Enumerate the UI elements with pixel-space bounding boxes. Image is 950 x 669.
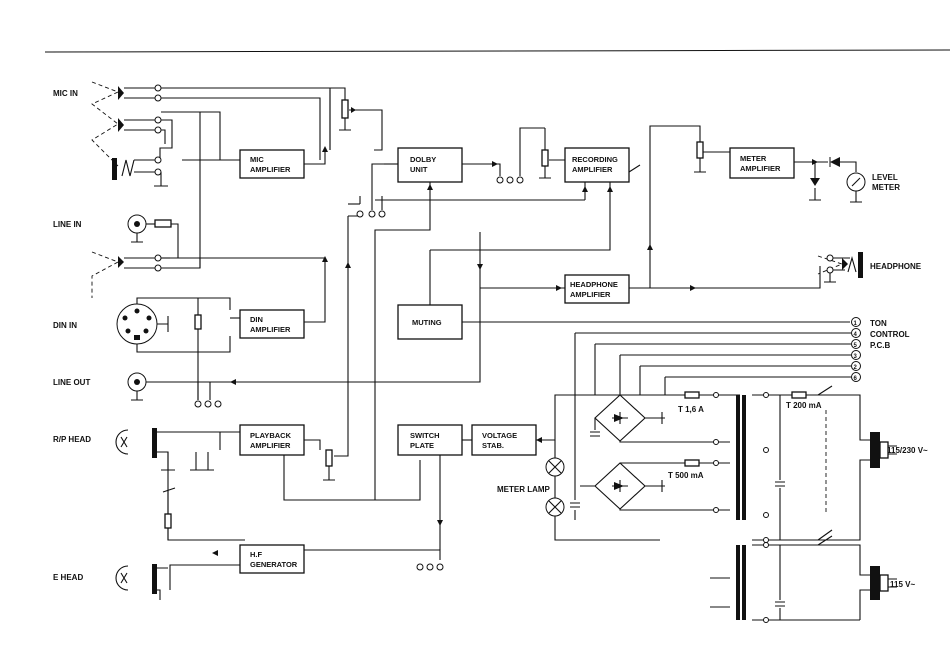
meter-lamps (545, 440, 660, 541)
ton-control-line2: CONTROL (870, 330, 910, 339)
mains-plug-2 (870, 566, 897, 600)
terminal-2: 2 (854, 365, 858, 371)
recording-amplifier-block: RECORDING AMPLIFIER (564, 147, 630, 183)
fuse-t200ma-label: T 200 mA (786, 401, 822, 410)
voltage-stab-line1: VOLTAGE (482, 431, 517, 440)
switch-plate-block: SWITCH PLATE (397, 424, 463, 456)
din-amplifier-line1: DIN (250, 315, 263, 324)
mic-amplifier-line2: AMPLIFIER (250, 165, 291, 174)
playback-amplifier-block: PLAYBACK AMPLIFIER (239, 424, 305, 456)
muting-label: MUTING (412, 318, 442, 327)
e-head-label: E HEAD (53, 573, 83, 582)
playback-amplifier-line2: AMPLIFIER (250, 441, 291, 450)
headphone-amplifier-block: HEADPHONE AMPLIFIER (564, 274, 630, 304)
fuse-t500ma-label: T 500 mA (668, 471, 704, 480)
meter-amplifier-line2: AMPLIFIER (740, 164, 781, 173)
hf-generator-line1: H.F (250, 550, 263, 559)
ton-control-line1: TON (870, 319, 887, 328)
meter-lamp-label: METER LAMP (497, 485, 551, 494)
terminal-6: 6 (854, 376, 858, 382)
recording-amplifier-line2: AMPLIFIER (572, 165, 613, 174)
headphone-label: HEADPHONE (870, 262, 922, 271)
dolby-unit-block: DOLBY UNIT (397, 147, 463, 183)
terminal-1: 1 (854, 321, 858, 327)
switch-plate-line2: PLATE (410, 441, 434, 450)
switch-plate-line1: SWITCH (410, 431, 440, 440)
rectifier-bridge-2 (580, 462, 720, 511)
line-in-label: LINE IN (53, 220, 82, 229)
voltage-stab-block: VOLTAGE STAB. (471, 424, 537, 456)
ton-control-terminals: 1 4 5 3 2 6 (574, 317, 861, 440)
recording-amplifier-line1: RECORDING (572, 155, 618, 164)
hf-generator-block: H.F GENERATOR (239, 544, 305, 574)
din-amplifier-block: DIN AMPLIFIER (239, 309, 305, 339)
din-amplifier-line2: AMPLIFIER (250, 325, 291, 334)
terminal-4: 4 (854, 332, 858, 338)
terminal-5: 5 (854, 343, 858, 349)
din-switch-jacks (91, 251, 201, 298)
mains-115-230-label: 115/230 V~ (887, 446, 928, 455)
fuse-t16a-label: T 1,6 A (678, 405, 704, 414)
muting-block: MUTING (397, 304, 463, 340)
headphone-jack (817, 252, 863, 283)
mains-plug-1 (870, 432, 897, 468)
mic-in-label: MIC IN (53, 89, 78, 98)
transformer-1 (713, 392, 860, 543)
dolby-unit-line2: UNIT (410, 165, 428, 174)
playback-amplifier-line1: PLAYBACK (250, 431, 292, 440)
mic-amplifier-block: MIC AMPLIFIER (239, 149, 305, 179)
e-head (115, 564, 168, 600)
rectifier-bridge-1 (590, 394, 720, 443)
rp-head-label: R/P HEAD (53, 435, 91, 444)
ton-control-line3: P.C.B (870, 341, 891, 350)
level-meter-line2: METER (872, 183, 900, 192)
meter-amplifier-line1: METER (740, 154, 767, 163)
mic-amplifier-line1: MIC (250, 155, 264, 164)
terminal-3: 3 (854, 354, 858, 360)
meter-amplifier-block: METER AMPLIFIER (729, 147, 795, 179)
headphone-amplifier-line2: AMPLIFIER (570, 290, 611, 299)
line-out-jack (127, 232, 481, 408)
headphone-amplifier-line1: HEADPHONE (570, 280, 618, 289)
voltage-stab-line2: STAB. (482, 441, 504, 450)
hf-generator-line2: GENERATOR (250, 560, 298, 569)
transformer-2 (710, 535, 870, 623)
dolby-unit-line1: DOLBY (410, 155, 436, 164)
mains-115-label: 115 V~ (890, 580, 915, 589)
din-in-label: DIN IN (53, 321, 77, 330)
line-in-jack (127, 214, 179, 258)
level-meter-line1: LEVEL (872, 173, 898, 182)
rp-head (115, 428, 245, 541)
din-in-connector (116, 297, 231, 400)
line-out-label: LINE OUT (53, 378, 90, 387)
